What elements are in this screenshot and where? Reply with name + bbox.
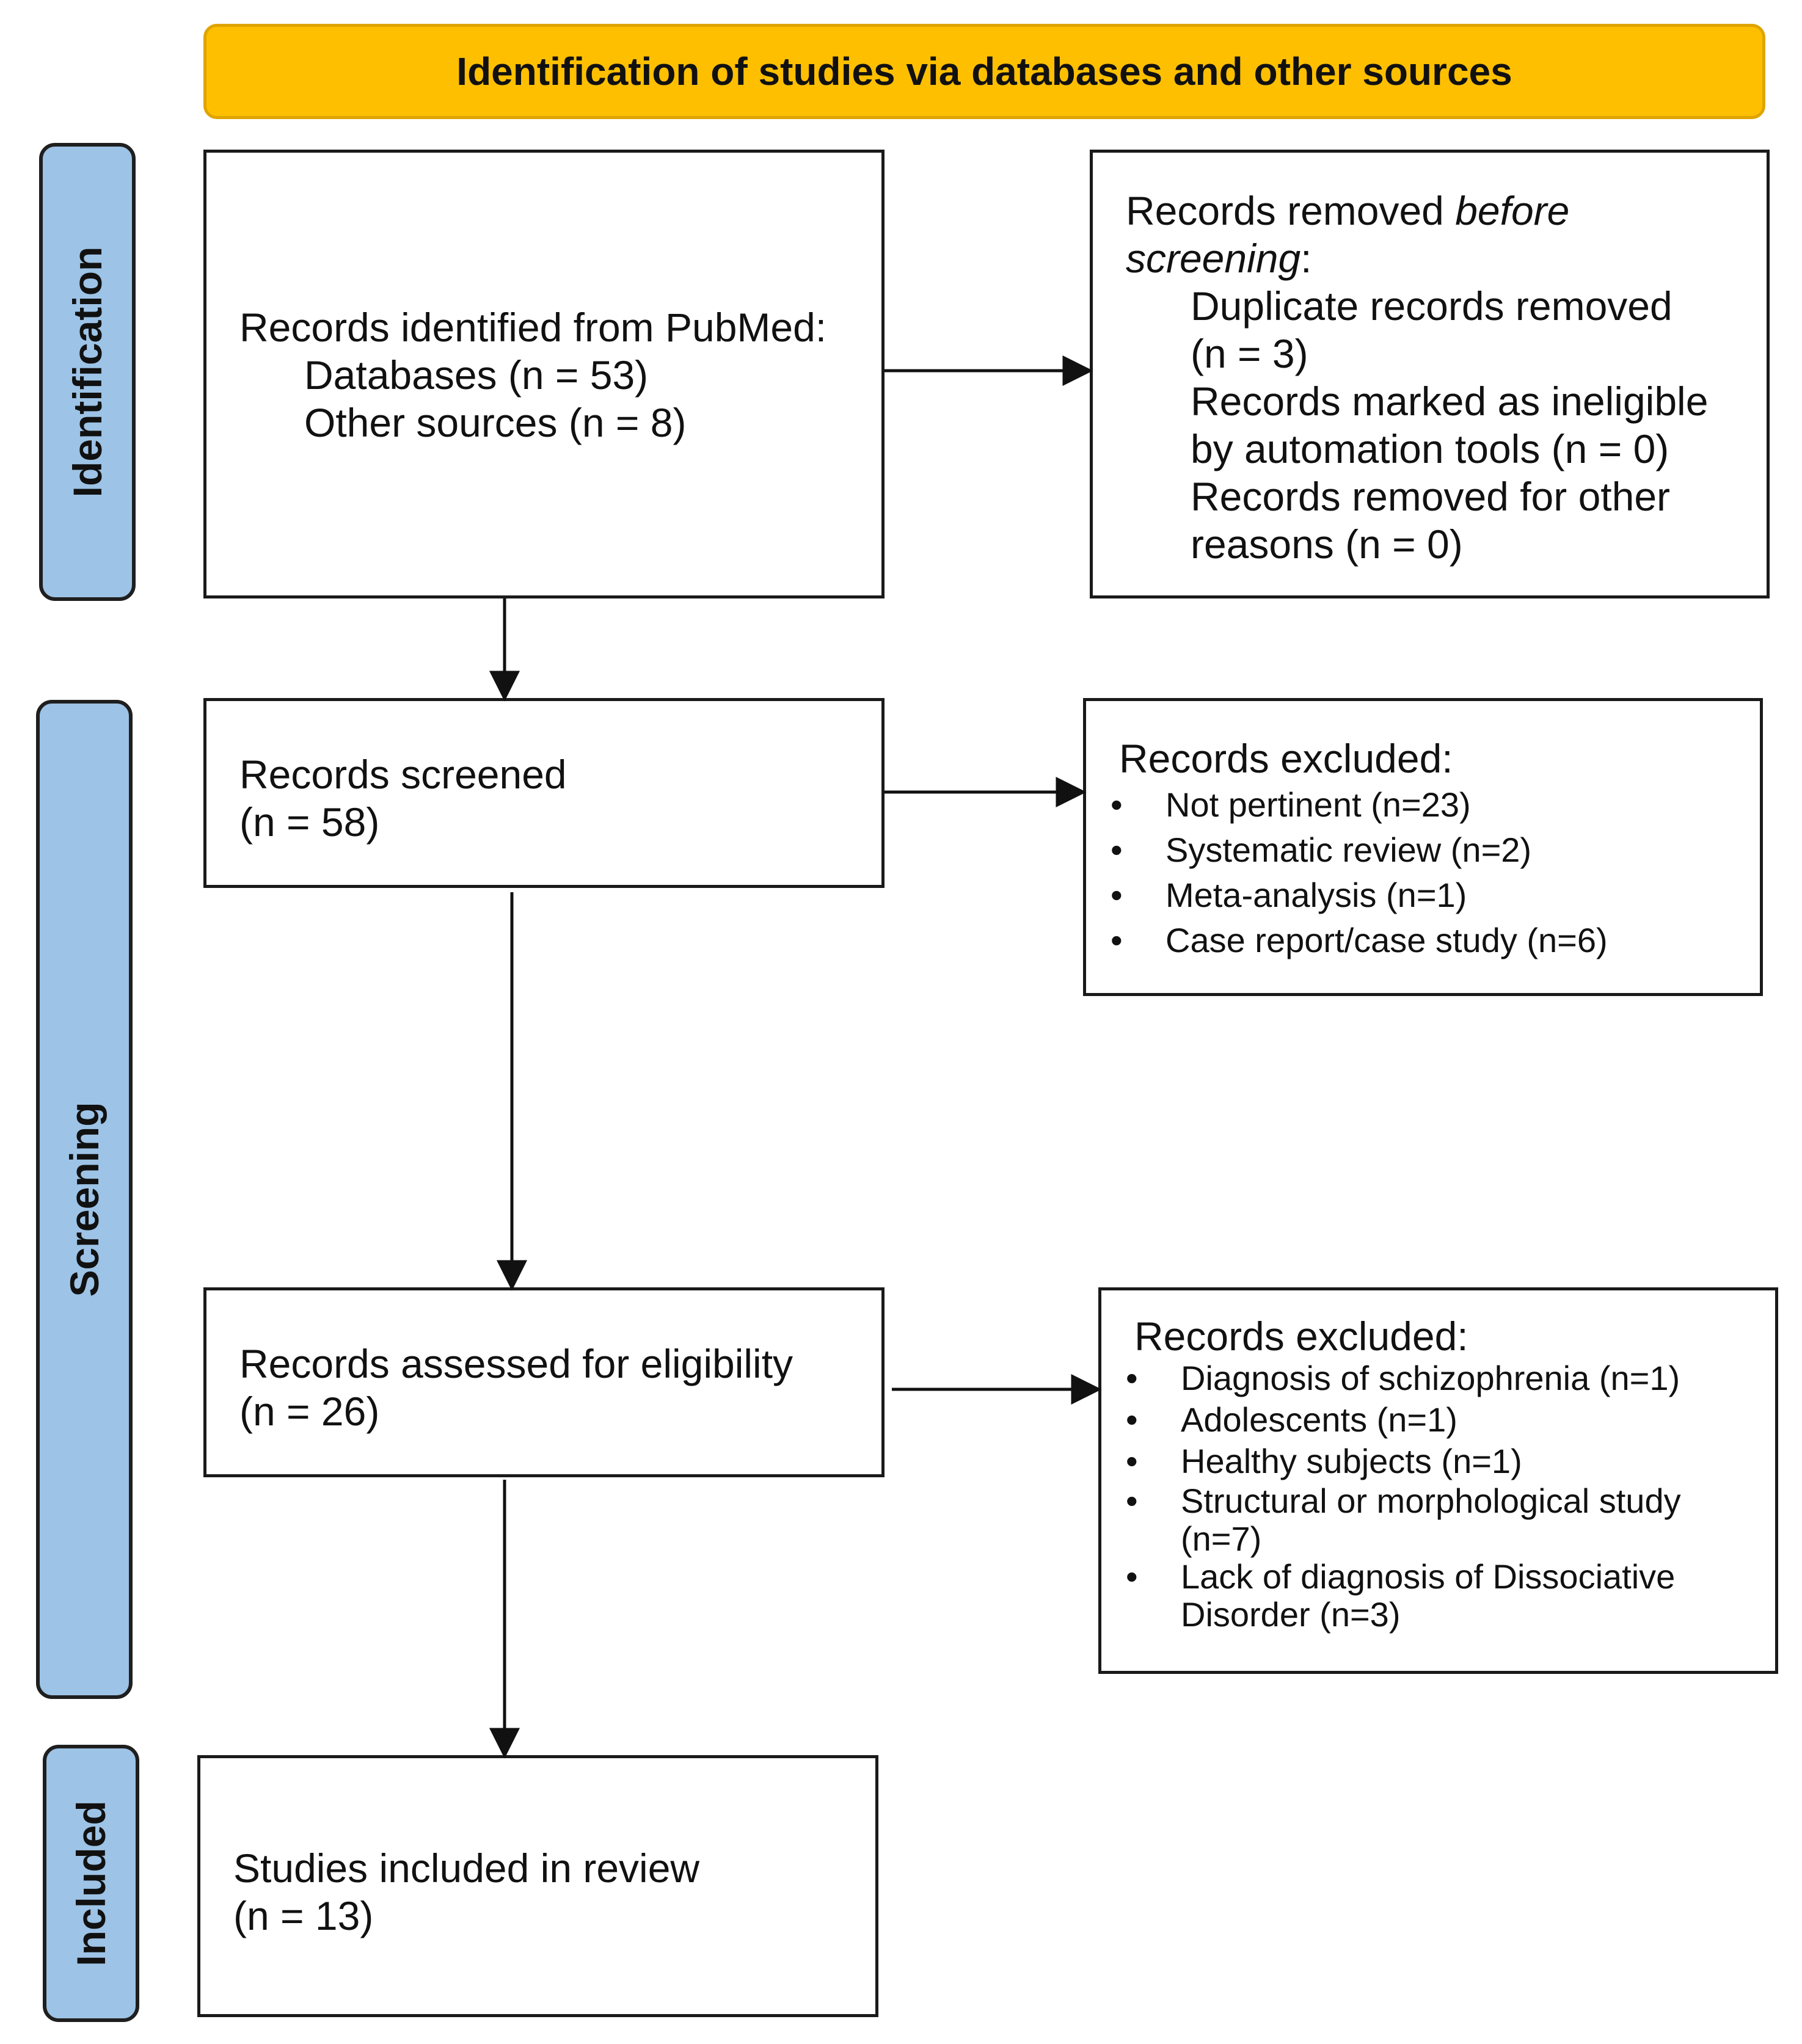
assessed-box: Records assessed for eligibility (n = 26… [203,1287,885,1477]
removed-duplicate-line1: Duplicate records removed [1191,283,1673,329]
removed-ineligible-line2: by automation tools (n = 0) [1191,426,1669,471]
excluded-eligibility-list: Diagnosis of schizophrenia (n=1) Adolesc… [1101,1358,1681,1634]
identified-title: Records identified from PubMed: [239,305,827,350]
list-item: Healthy subjects (n=1) [1101,1441,1681,1482]
assessed-text: Records assessed for eligibility (n = 26… [239,1340,793,1435]
identified-databases: Databases (n = 53) [304,352,649,398]
excluded-eligibility-title: Records excluded: [1134,1314,1468,1359]
arrow-identified-to-screened-head [489,671,520,702]
list-item: Case report/case study (n=6) [1086,918,1608,963]
removed-text: Records removed before screening: Duplic… [1126,187,1708,568]
removed-other-line1: Records removed for other [1191,474,1671,519]
list-item: Systematic review (n=2) [1086,827,1608,873]
phase-screening: Screening [36,700,133,1699]
arrow-assessed-to-included-head [489,1728,520,1759]
excluded-screening-title: Records excluded: [1119,736,1453,781]
removed-other-line2: reasons (n = 0) [1191,522,1463,567]
phase-identification: Identification [39,143,136,601]
arrow-assessed-to-excluded-head [1071,1373,1102,1405]
assessed-line2: (n = 26) [239,1389,380,1434]
arrow-screened-to-excluded-head [1056,776,1087,808]
list-item: Lack of diagnosis of DissociativeDisorde… [1101,1558,1681,1634]
identified-other: Other sources (n = 8) [304,400,687,445]
identified-box: Records identified from PubMed: Database… [203,150,885,598]
assessed-line1: Records assessed for eligibility [239,1341,793,1386]
identified-text: Records identified from PubMed: Database… [239,304,826,446]
excluded-screening-box: Records excluded: Not pertinent (n=23) S… [1083,698,1763,996]
list-item: Diagnosis of schizophrenia (n=1) [1101,1358,1681,1399]
arrow-screened-to-assessed-head [496,1260,528,1291]
screened-text: Records screened (n = 58) [239,751,567,846]
removed-title-line2: screening: [1126,236,1312,281]
screened-line1: Records screened [239,752,567,797]
included-box: Studies included in review (n = 13) [197,1755,878,2017]
removed-ineligible-line1: Records marked as ineligible [1191,379,1709,424]
removed-title-line1: Records removed before [1126,188,1570,233]
screened-line2: (n = 58) [239,799,380,845]
phase-included: Included [43,1745,139,2022]
arrow-identified-to-removed-head [1062,355,1093,387]
included-line2: (n = 13) [233,1893,374,1938]
list-item: Structural or morphological study(n=7) [1101,1482,1681,1558]
included-line1: Studies included in review [233,1846,700,1891]
header-banner: Identification of studies via databases … [203,24,1765,119]
header-title: Identification of studies via databases … [456,49,1512,93]
removed-box: Records removed before screening: Duplic… [1090,150,1770,598]
removed-duplicate-line2: (n = 3) [1191,331,1308,376]
excluded-eligibility-box: Records excluded: Diagnosis of schizophr… [1098,1287,1778,1674]
excluded-screening-list: Not pertinent (n=23) Systematic review (… [1086,782,1608,963]
included-text: Studies included in review (n = 13) [233,1844,699,1940]
list-item: Meta-analysis (n=1) [1086,873,1608,918]
list-item: Not pertinent (n=23) [1086,782,1608,827]
screened-box: Records screened (n = 58) [203,698,885,888]
list-item: Adolescents (n=1) [1101,1399,1681,1441]
